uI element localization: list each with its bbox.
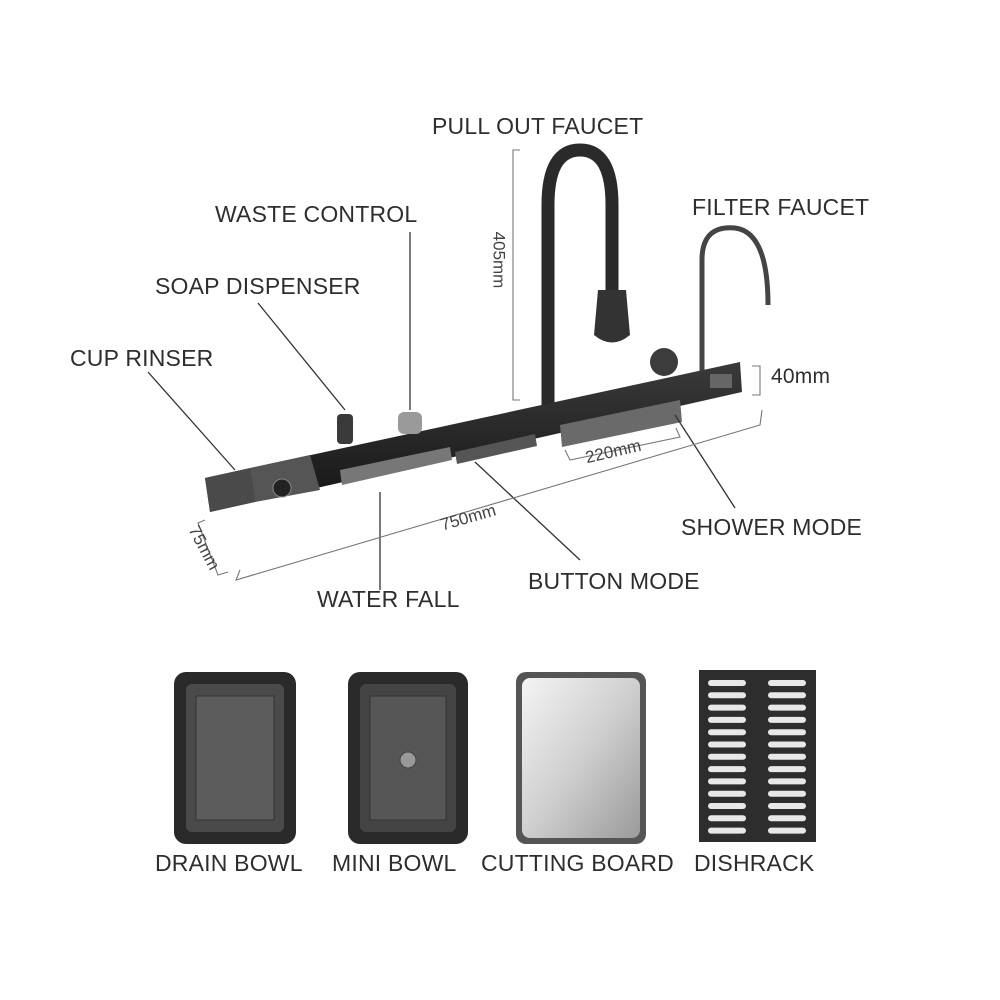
label-button-mode: BUTTON MODE [528,568,700,594]
dishrack-slot [708,692,746,699]
dishrack-slot [768,680,806,686]
dishrack-slot [768,778,806,785]
label-soap-dispenser: SOAP DISPENSER [155,273,361,299]
label-shower-mode: SHOWER MODE [681,514,863,540]
filter-faucet [699,225,771,375]
mini-bowl-image [348,672,468,844]
dishrack-slot [708,741,746,748]
dishrack-slot [768,827,806,834]
dishrack-slot [768,766,806,773]
label-filter-faucet: FILTER FAUCET [692,194,870,220]
dishrack-slot [768,741,806,748]
label-dishrack: DISHRACK [694,850,815,876]
dishrack-slot [708,729,746,736]
label-pull-out-faucet: PULL OUT FAUCET [432,113,644,139]
dishrack-slot [708,680,746,686]
dishrack-slot [768,729,806,736]
label-mini-bowl: MINI BOWL [332,850,457,876]
dishrack-slot [768,815,806,822]
leader-lines [147,232,736,590]
dishrack-slot [708,815,746,822]
dimension-lines [197,149,763,581]
dishrack-slot [708,716,746,723]
dishrack-image [699,670,816,842]
dishrack-slot [768,753,806,760]
dishrack-slot [708,766,746,773]
dishrack-slot [708,827,746,834]
dishrack-slot [768,704,806,711]
label-water-fall: WATER FALL [317,586,460,612]
label-cutting-board: CUTTING BOARD [481,850,674,876]
dishrack-slot [768,716,806,723]
dishrack-slot [708,778,746,785]
sink-control-bar [205,348,742,512]
drain-bowl-image [174,672,296,844]
label-drain-bowl: DRAIN BOWL [155,850,303,876]
dim-height: 405mm [489,231,509,289]
cutting-board-image [516,672,646,844]
dishrack-slot [708,790,746,797]
dishrack-slot [768,692,806,699]
label-cup-rinser: CUP RINSER [70,345,214,371]
label-waste-control: WASTE CONTROL [215,201,418,227]
dishrack-slot [708,704,746,711]
dishrack-slot [768,803,806,809]
dishrack-slot [768,790,806,797]
dishrack-slot [708,753,746,760]
pull-out-faucet [541,143,630,420]
dim-depth: 40mm [771,365,831,388]
dishrack-slot [708,803,746,809]
